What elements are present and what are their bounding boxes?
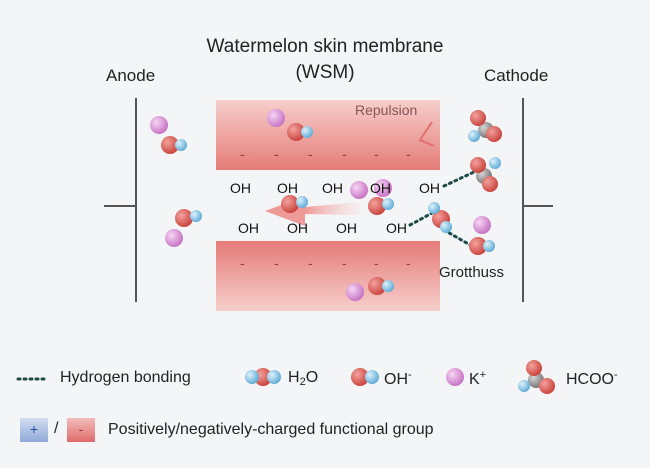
membrane-top-layer (216, 100, 440, 170)
legend-h2o-text: H2O (288, 369, 319, 388)
oh-ion (175, 209, 202, 227)
oh-group: OH (287, 220, 308, 236)
oh-group: OH (336, 220, 357, 236)
negative-charge: - (274, 146, 279, 162)
cathode-electrode (522, 98, 553, 302)
negative-charge: - (308, 255, 313, 271)
title-line1: Watermelon skin membrane (206, 36, 444, 57)
legend-hbond-text: Hydrogen bonding (60, 369, 191, 386)
negative-charge: - (406, 146, 411, 162)
k-ion (150, 116, 168, 134)
oh-group: OH (230, 180, 251, 196)
repulsion-label: Repulsion (355, 102, 418, 118)
k-ion (267, 109, 285, 127)
hcoo-ion (468, 110, 502, 142)
legend-hcoo-icon (518, 360, 555, 394)
membrane-bottom-layer (216, 241, 440, 311)
legend-k-icon (446, 368, 464, 386)
legend-hcoo-text: HCOO- (566, 369, 618, 388)
hydrogen-bond-lines (408, 170, 476, 248)
oh-ion (368, 197, 394, 215)
oh-group: OH (238, 220, 259, 236)
legend-slash: / (54, 420, 59, 437)
repulsion-arrow (418, 121, 435, 147)
legend-k-text: K+ (469, 369, 487, 388)
k-ion (346, 283, 364, 301)
negative-charge: - (374, 255, 379, 271)
oh-group: OH (322, 180, 343, 196)
negative-charge: - (342, 255, 347, 271)
oh-group: OH (277, 180, 298, 196)
legend-negative-box: - (67, 418, 95, 442)
k-ion (374, 179, 392, 197)
negative-charge: - (406, 255, 411, 271)
oh-group: OH (370, 180, 391, 196)
oh-ion (287, 123, 313, 141)
cathode-label: Cathode (484, 66, 549, 85)
title-line2: (WSM) (295, 62, 355, 83)
legend-oh-text: OH- (384, 369, 412, 388)
anode-electrode (104, 98, 137, 302)
negative-charge: - (342, 146, 347, 162)
oh-ion (368, 277, 394, 295)
oh-ion (161, 136, 187, 154)
oh-ion (281, 195, 308, 213)
h2o-molecule (428, 202, 452, 233)
legend-functional-group-text: Positively/negatively-charged functional… (108, 421, 434, 438)
negative-charge: - (374, 146, 379, 162)
oh-group: OH (419, 180, 440, 196)
legend-positive-box: + (20, 418, 48, 442)
k-ion (473, 216, 491, 234)
k-ion (165, 229, 183, 247)
oh-group: OH (386, 220, 407, 236)
k-ion (350, 181, 368, 199)
oh-ion (469, 237, 495, 255)
anode-label: Anode (106, 66, 156, 85)
grotthuss-label: Grotthuss (439, 264, 505, 281)
legend-h2o-icon (245, 368, 281, 386)
legend-oh-icon (351, 368, 379, 386)
negative-charge: - (240, 255, 245, 271)
negative-charge: - (274, 255, 279, 271)
negative-charge: - (240, 146, 245, 162)
hcoo-ion (470, 157, 501, 192)
negative-charge: - (308, 146, 313, 162)
